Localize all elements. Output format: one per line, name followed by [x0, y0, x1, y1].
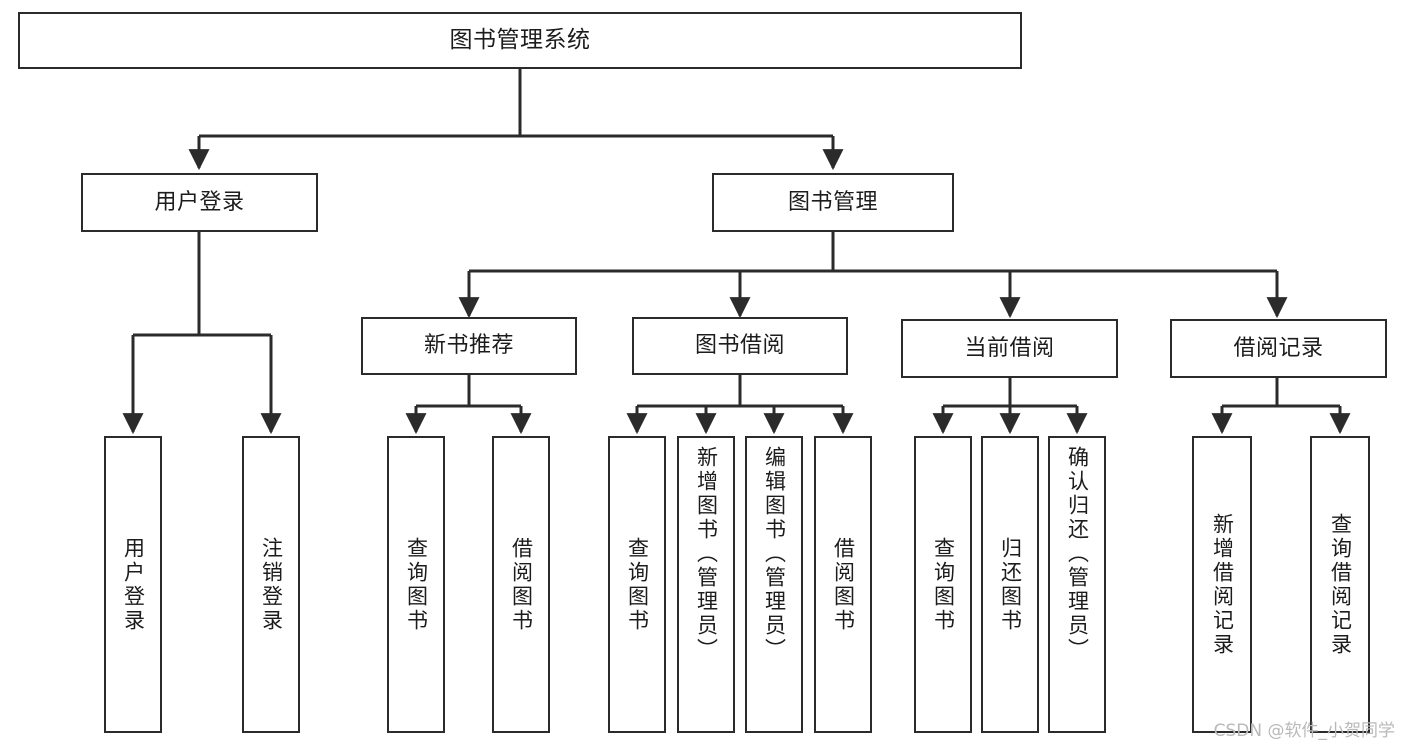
- node-label: 用户登录: [154, 189, 245, 215]
- node-label: 新书推荐: [423, 333, 514, 359]
- node-leaf-query-book-current[interactable]: 查询图书: [914, 436, 972, 733]
- node-label: 查询图书: [625, 536, 650, 633]
- node-label: 查询图书: [931, 536, 956, 633]
- node-current-borrow[interactable]: 当前借阅: [901, 319, 1118, 378]
- node-label: 借阅图书: [509, 536, 534, 633]
- node-book-management[interactable]: 图书管理: [712, 173, 954, 232]
- node-label: 图书管理系统: [449, 27, 591, 54]
- node-leaf-query-borrow-record[interactable]: 查询借阅记录: [1310, 436, 1370, 733]
- node-label: 注销登录: [259, 536, 284, 633]
- node-label: 图书管理: [787, 189, 878, 215]
- node-label: 查询图书: [404, 536, 429, 633]
- node-label: 用户登录: [121, 536, 146, 633]
- node-leaf-add-borrow-record[interactable]: 新增借阅记录: [1192, 436, 1252, 733]
- node-leaf-edit-book-admin[interactable]: 编辑图书（管理员）: [745, 436, 803, 733]
- node-book-borrow[interactable]: 图书借阅: [632, 317, 848, 375]
- node-leaf-confirm-return-admin[interactable]: 确认归还（管理员）: [1048, 436, 1106, 733]
- node-leaf-borrow-book[interactable]: 借阅图书: [814, 436, 872, 733]
- node-root-book-management-system[interactable]: 图书管理系统: [18, 12, 1022, 69]
- node-leaf-add-book-admin[interactable]: 新增图书（管理员）: [677, 436, 735, 733]
- node-label: 借阅记录: [1233, 335, 1324, 361]
- node-new-book-recommend[interactable]: 新书推荐: [361, 317, 577, 375]
- node-label: 图书借阅: [694, 333, 785, 359]
- node-label: 新增借阅记录: [1210, 512, 1235, 657]
- node-leaf-borrow-book-recommend[interactable]: 借阅图书: [492, 436, 550, 733]
- node-label: 确认归还（管理员）: [1065, 446, 1090, 662]
- node-leaf-query-book-borrow[interactable]: 查询图书: [608, 436, 666, 733]
- node-label: 新增图书（管理员）: [694, 446, 719, 662]
- node-leaf-user-login[interactable]: 用户登录: [104, 436, 162, 733]
- node-label: 查询借阅记录: [1328, 512, 1353, 657]
- node-label: 编辑图书（管理员）: [762, 446, 787, 662]
- node-borrow-record[interactable]: 借阅记录: [1170, 319, 1387, 378]
- node-leaf-query-book-recommend[interactable]: 查询图书: [387, 436, 445, 733]
- node-label: 当前借阅: [964, 335, 1055, 361]
- node-user-login[interactable]: 用户登录: [81, 173, 318, 232]
- node-label: 归还图书: [998, 536, 1023, 633]
- csdn-watermark: CSDN @软件_小贺同学: [1213, 721, 1395, 741]
- node-label: 借阅图书: [831, 536, 856, 633]
- node-leaf-logout[interactable]: 注销登录: [242, 436, 300, 733]
- node-leaf-return-book[interactable]: 归还图书: [981, 436, 1039, 733]
